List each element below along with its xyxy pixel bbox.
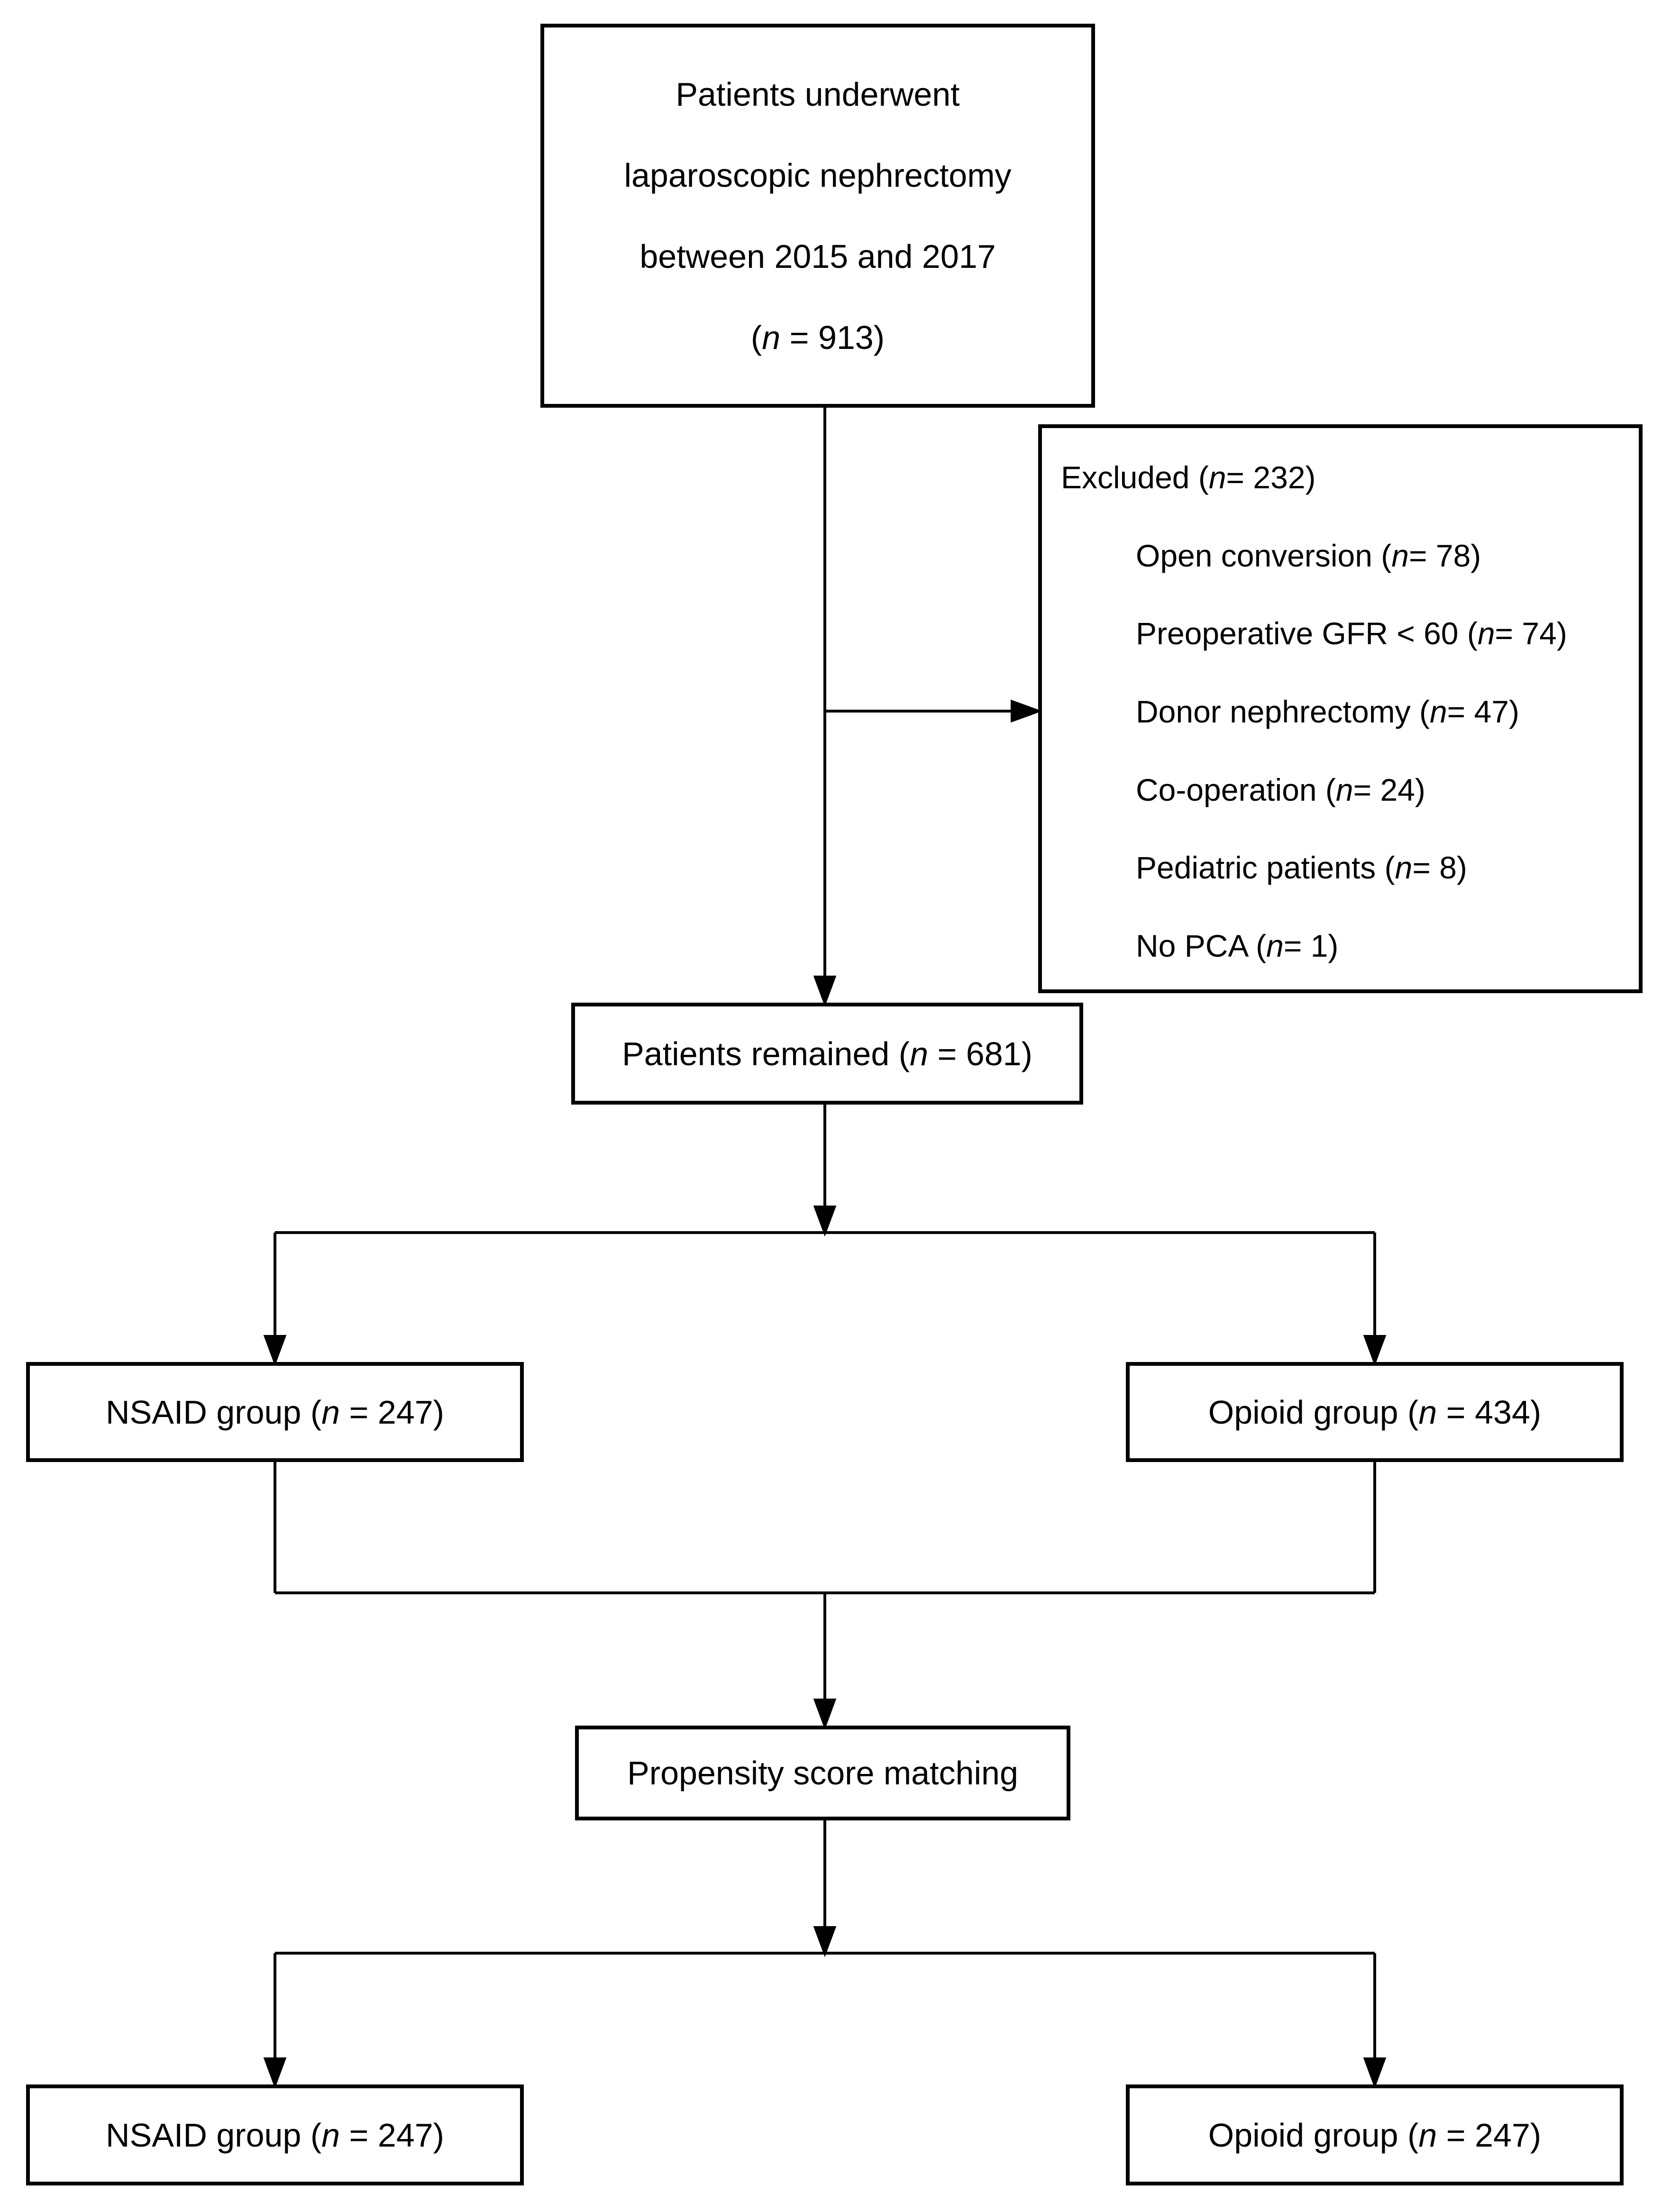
- box-initial-cohort: Patients underwent laparoscopic nephrect…: [540, 24, 1095, 408]
- propensity-score-matching-label: Propensity score matching: [627, 1755, 1018, 1792]
- arrow-initial-to-remained: [813, 408, 837, 1007]
- excluded-item-open-conversion: Open conversion (n = 78): [1136, 538, 1481, 573]
- nsaid-group-pre-match-label: NSAID group (n = 247): [106, 1393, 444, 1431]
- nsaid-group-post-match-label: NSAID group (n = 247): [106, 2116, 444, 2154]
- arrow-split-to-nsaid-pre: [263, 1233, 287, 1366]
- excluded-item-pediatric-patients: Pediatric patients (n = 8): [1136, 850, 1467, 886]
- patients-remained-label: Patients remained (n = 681): [622, 1035, 1032, 1072]
- box-opioid-group-post-match: Opioid group (n = 247): [1126, 2084, 1624, 2185]
- opioid-group-post-match-label: Opioid group (n = 247): [1208, 2116, 1542, 2154]
- box-nsaid-group-pre-match: NSAID group (n = 247): [26, 1362, 524, 1462]
- box-excluded: Excluded (n = 232) Open conversion (n = …: [1038, 424, 1643, 993]
- box-nsaid-group-post-match: NSAID group (n = 247): [26, 2084, 524, 2185]
- initial-cohort-line-3: between 2015 and 2017: [639, 238, 996, 275]
- initial-cohort-line-1: Patients underwent: [676, 75, 960, 113]
- arrow-remained-to-split: [813, 1105, 837, 1237]
- excluded-title: Excluded (n = 232): [1061, 460, 1316, 495]
- arrow-merge-to-matching: [813, 1593, 837, 1730]
- arrow-branch-to-excluded: [825, 699, 1042, 723]
- arrow-split-to-nsaid-post: [263, 1953, 287, 2089]
- arrow-matching-to-split: [813, 1820, 837, 1957]
- box-patients-remained: Patients remained (n = 681): [571, 1003, 1083, 1105]
- initial-cohort-line-2: laparoscopic nephrectomy: [624, 156, 1012, 194]
- box-propensity-score-matching: Propensity score matching: [575, 1726, 1070, 1820]
- excluded-item-no-pca: No PCA (n = 1): [1136, 928, 1339, 963]
- opioid-group-pre-match-label: Opioid group (n = 434): [1208, 1393, 1542, 1431]
- initial-cohort-count: (n = 913): [750, 319, 885, 356]
- arrow-split-to-opioid-pre: [1363, 1233, 1387, 1366]
- arrow-split-to-opioid-post: [1363, 1953, 1387, 2089]
- excluded-item-donor-nephrectomy: Donor nephrectomy (n = 47): [1136, 694, 1519, 730]
- excluded-item-preoperative-gfr: Preoperative GFR < 60 (n = 74): [1136, 616, 1567, 651]
- excluded-item-co-operation: Co-operation (n = 24): [1136, 772, 1425, 807]
- box-opioid-group-pre-match: Opioid group (n = 434): [1126, 1362, 1624, 1462]
